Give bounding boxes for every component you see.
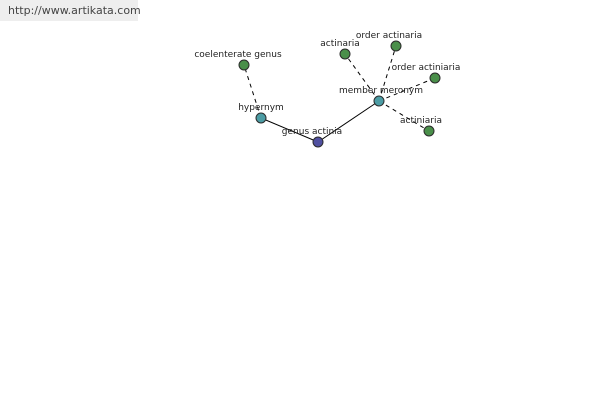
- node-member-meronym[interactable]: [373, 95, 385, 107]
- label-genus-actinia: genus actinia: [282, 127, 342, 137]
- edge-meronym-order-actiniaria: [378, 77, 436, 102]
- label-order-actinaria: order actinaria: [356, 31, 422, 41]
- label-actiniaria: actiniaria: [400, 116, 442, 126]
- edge-meronym-actinaria: [344, 53, 380, 102]
- node-actiniaria[interactable]: [423, 125, 435, 137]
- edge-center-hypernym: [260, 117, 319, 143]
- node-order-actiniaria[interactable]: [429, 72, 441, 84]
- label-hypernym: hypernym: [238, 103, 284, 113]
- node-hypernym[interactable]: [255, 112, 267, 124]
- node-order-actinaria[interactable]: [390, 40, 402, 52]
- edge-meronym-actiniaria: [378, 100, 430, 132]
- label-member-meronym: member meronym: [339, 86, 423, 96]
- label-coelenterate-genus: coelenterate genus: [194, 50, 282, 60]
- label-order-actiniaria: order actiniaria: [392, 63, 461, 73]
- node-actinaria[interactable]: [339, 48, 351, 60]
- label-actinaria: actinaria: [320, 39, 359, 49]
- node-genus-actinia[interactable]: [312, 136, 324, 148]
- edge-meronym-order-actinaria: [378, 45, 397, 102]
- source-banner: http://www.artikata.com: [0, 0, 141, 21]
- source-url-link[interactable]: http://www.artikata.com: [8, 4, 141, 17]
- edge-center-member-meronym: [317, 100, 380, 143]
- edge-hypernym-coelenterate-genus: [243, 64, 262, 119]
- node-coelenterate-genus[interactable]: [238, 59, 250, 71]
